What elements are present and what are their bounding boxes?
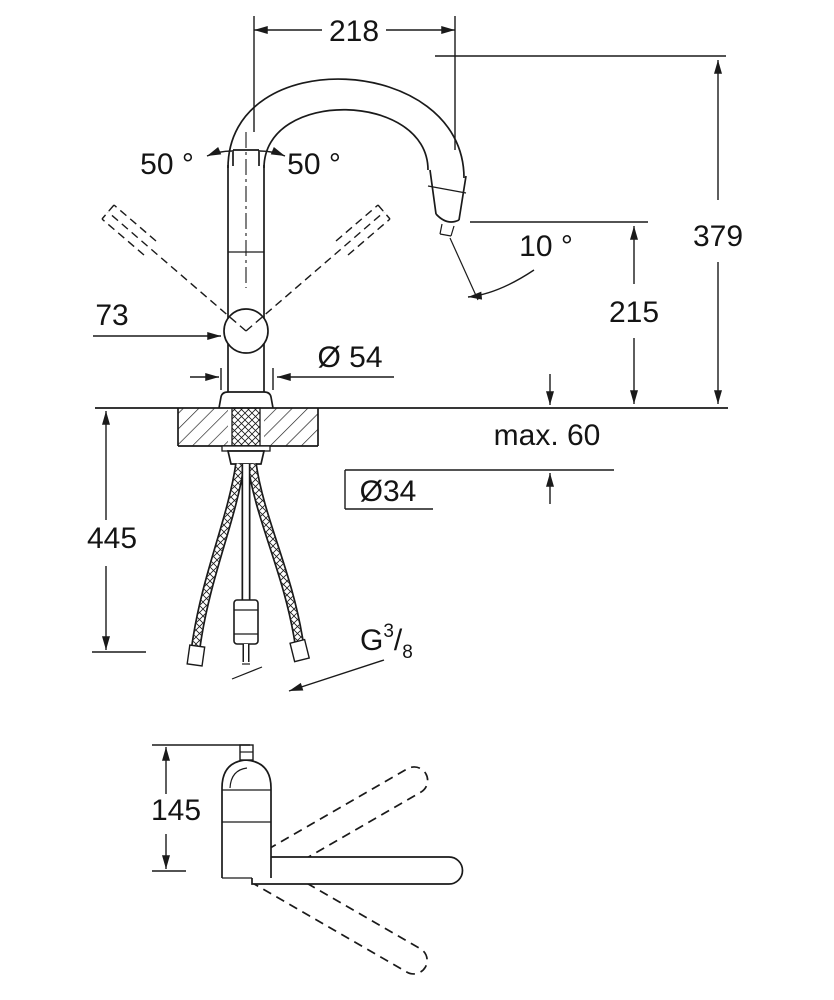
leader-thread: [288, 659, 385, 692]
label-side-height: 145: [151, 794, 201, 827]
labels: 218 50 ° 50 ° 10 ° 379 215 73 Ø 54 max. …: [87, 15, 743, 827]
pullout-hose: [231, 464, 263, 680]
side-view: [152, 744, 464, 975]
thread-slash: /: [394, 624, 403, 657]
label-under-deck: 445: [87, 522, 137, 555]
swing-arrow-right: [259, 147, 286, 157]
spout-side: [251, 856, 464, 885]
dimension-base-diameter: [190, 368, 394, 390]
handle-swivel-range: [101, 147, 391, 332]
swivel-spout-down: [254, 860, 428, 975]
label-swivel-right: 50 °: [287, 148, 341, 181]
label-spout-reach: 218: [329, 15, 379, 48]
swivel-spout-up: [254, 766, 429, 881]
thread-denominator: 8: [402, 642, 413, 663]
under-counter: [186, 407, 311, 680]
main-view: [92, 16, 728, 692]
thread-numerator: 3: [383, 621, 394, 642]
spout-inner: [263, 108, 429, 171]
label-swivel-left: 50 °: [140, 148, 194, 181]
dimension-outlet-height: [470, 221, 648, 404]
dimension-total-height: [435, 55, 726, 404]
base: [218, 391, 274, 409]
label-outlet-height: 215: [609, 296, 659, 329]
dimension-side-height: [152, 744, 250, 872]
ghost-lever-left: [101, 204, 157, 256]
side-body: [221, 744, 272, 879]
label-hole-diameter: Ø34: [360, 475, 417, 508]
label-deck-thickness: max. 60: [494, 419, 601, 452]
mounting-nut: [226, 450, 266, 465]
dimension-spray-angle: [467, 269, 535, 300]
threaded-shank: [231, 407, 261, 447]
dimension-spout-reach: [253, 16, 456, 150]
label-spray-angle: 10 °: [519, 230, 573, 263]
spray-angle-line: [449, 237, 479, 301]
swing-arrow-left: [206, 147, 233, 157]
label-lever: 73: [95, 299, 128, 332]
dimension-hole-diameter: [344, 470, 433, 510]
thread-prefix: G: [360, 624, 383, 657]
dimension-under-deck: [92, 411, 146, 653]
faucet-body: [218, 78, 479, 409]
label-thread: G3/8: [360, 621, 413, 663]
supply-hose-left: [186, 463, 245, 667]
spout-outer: [227, 78, 465, 179]
countertop: [95, 407, 728, 447]
supply-hose-right: [247, 463, 311, 663]
dimension-deck-thickness: [345, 374, 614, 504]
ghost-lever-right: [335, 204, 391, 256]
label-base-diameter: Ø 54: [317, 341, 382, 374]
label-total-height: 379: [693, 220, 743, 253]
spray-head: [427, 169, 479, 301]
hose-weight: [233, 599, 259, 645]
